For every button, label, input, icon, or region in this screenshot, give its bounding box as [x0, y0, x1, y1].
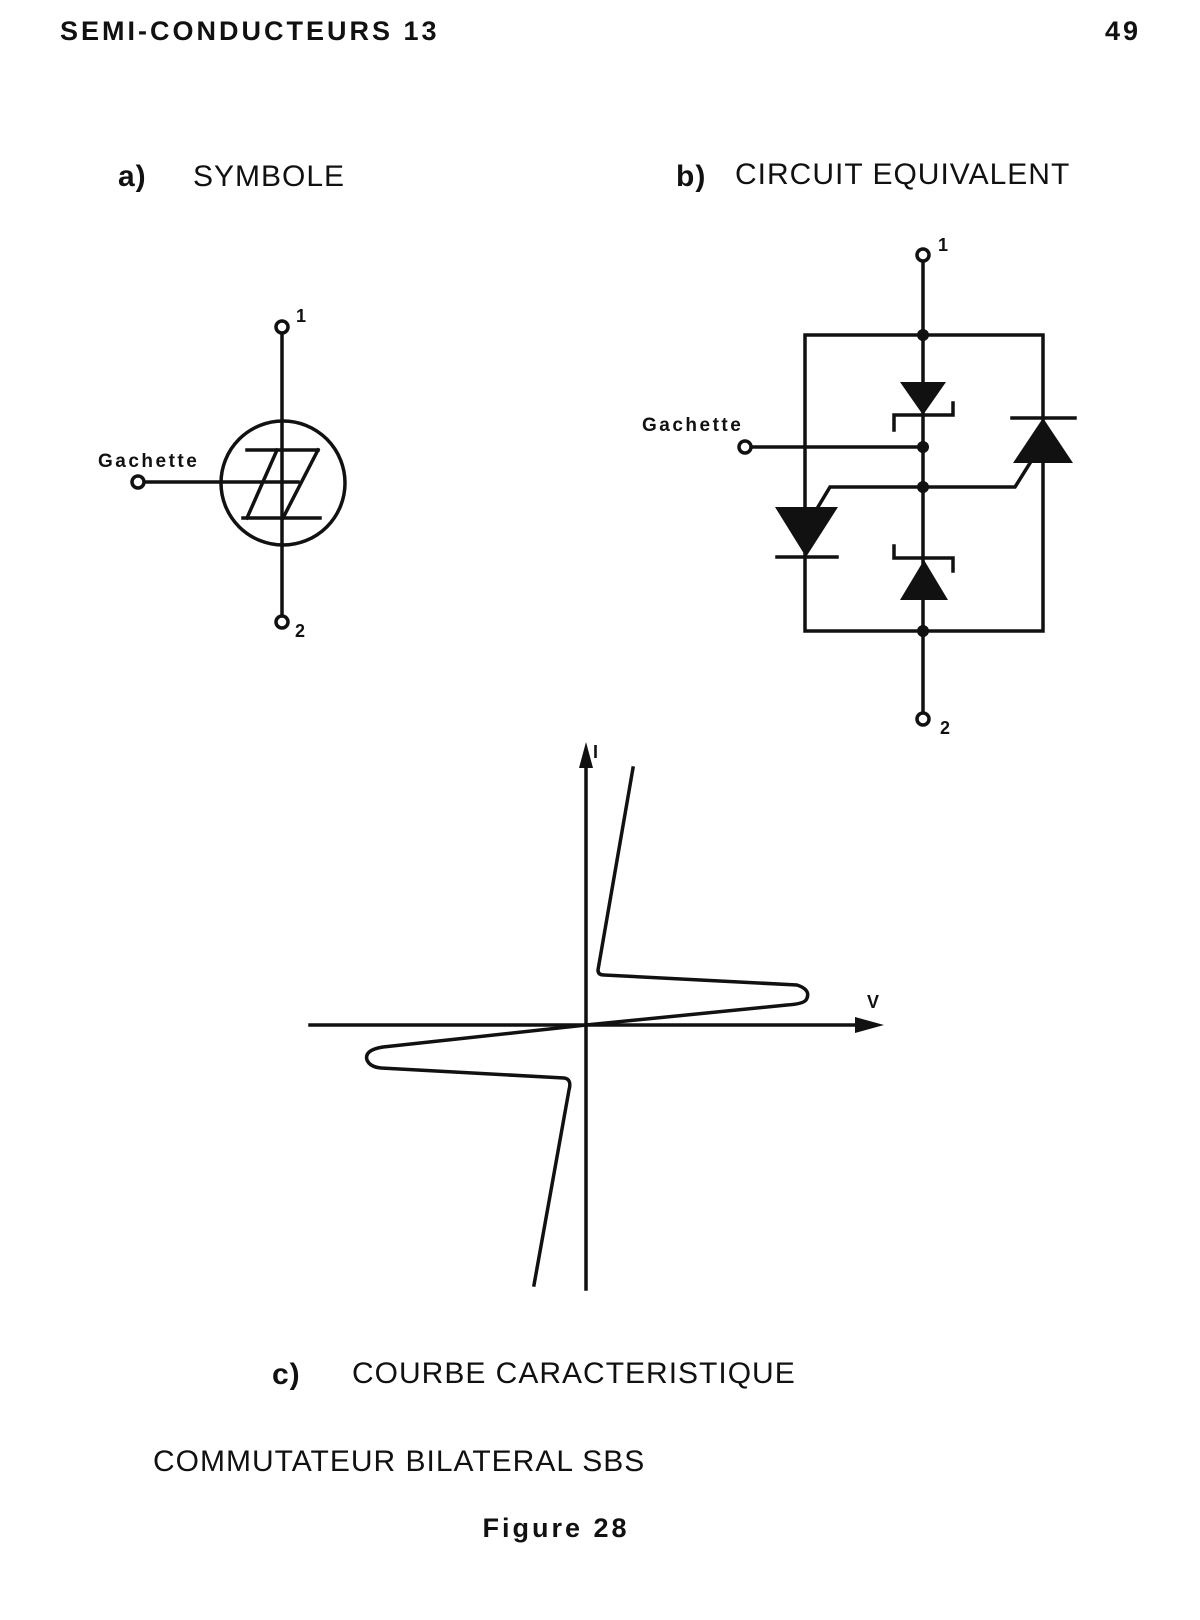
- sbs-symbol: [130, 319, 347, 630]
- gate-terminal-icon: [130, 474, 146, 490]
- current-axis-label: I: [593, 742, 598, 762]
- panel-a-title: SYMBOLE: [193, 160, 345, 193]
- scr-left-icon: [775, 507, 838, 557]
- terminal-2-icon: [915, 711, 931, 727]
- panel-b-marker: b): [676, 160, 706, 193]
- iv-curve: [364, 765, 810, 1288]
- characteristic-curve: [308, 742, 884, 1291]
- current-axis-arrow-icon: [579, 742, 593, 768]
- zener-diode-bottom-icon: [900, 560, 948, 600]
- panel-c-title: COURBE CARACTERISTIQUE: [352, 1357, 796, 1390]
- terminal-2-icon: [274, 614, 290, 630]
- panel-c-marker: c): [272, 1358, 301, 1391]
- symbol-terminal-2-label: 2: [295, 621, 305, 641]
- zener-diode-top-icon: [900, 382, 946, 415]
- figure-title: COMMUTATEUR BILATERAL SBS: [153, 1445, 645, 1478]
- voltage-axis-arrow-icon: [855, 1017, 884, 1033]
- equivalent-circuit: [737, 247, 1077, 727]
- circuit-terminal-1-label: 1: [938, 235, 948, 255]
- terminal-1-icon: [915, 247, 931, 263]
- scr-right-icon: [1013, 418, 1073, 463]
- panel-a-marker: a): [118, 160, 147, 193]
- circuit-terminal-2-label: 2: [940, 718, 950, 738]
- terminal-1-icon: [274, 319, 290, 335]
- voltage-axis-label: V: [867, 992, 879, 1012]
- page-number: 49: [1105, 16, 1141, 46]
- symbol-terminal-1-label: 1: [296, 306, 306, 326]
- panel-b-title: CIRCUIT EQUIVALENT: [735, 158, 1070, 191]
- circuit-gate-label: Gachette: [642, 415, 743, 436]
- gate-terminal-icon: [737, 439, 753, 455]
- symbol-gate-label: Gachette: [98, 451, 199, 472]
- figure-number: Figure 28: [482, 1513, 629, 1543]
- running-header: SEMI-CONDUCTEURS 13: [60, 16, 440, 46]
